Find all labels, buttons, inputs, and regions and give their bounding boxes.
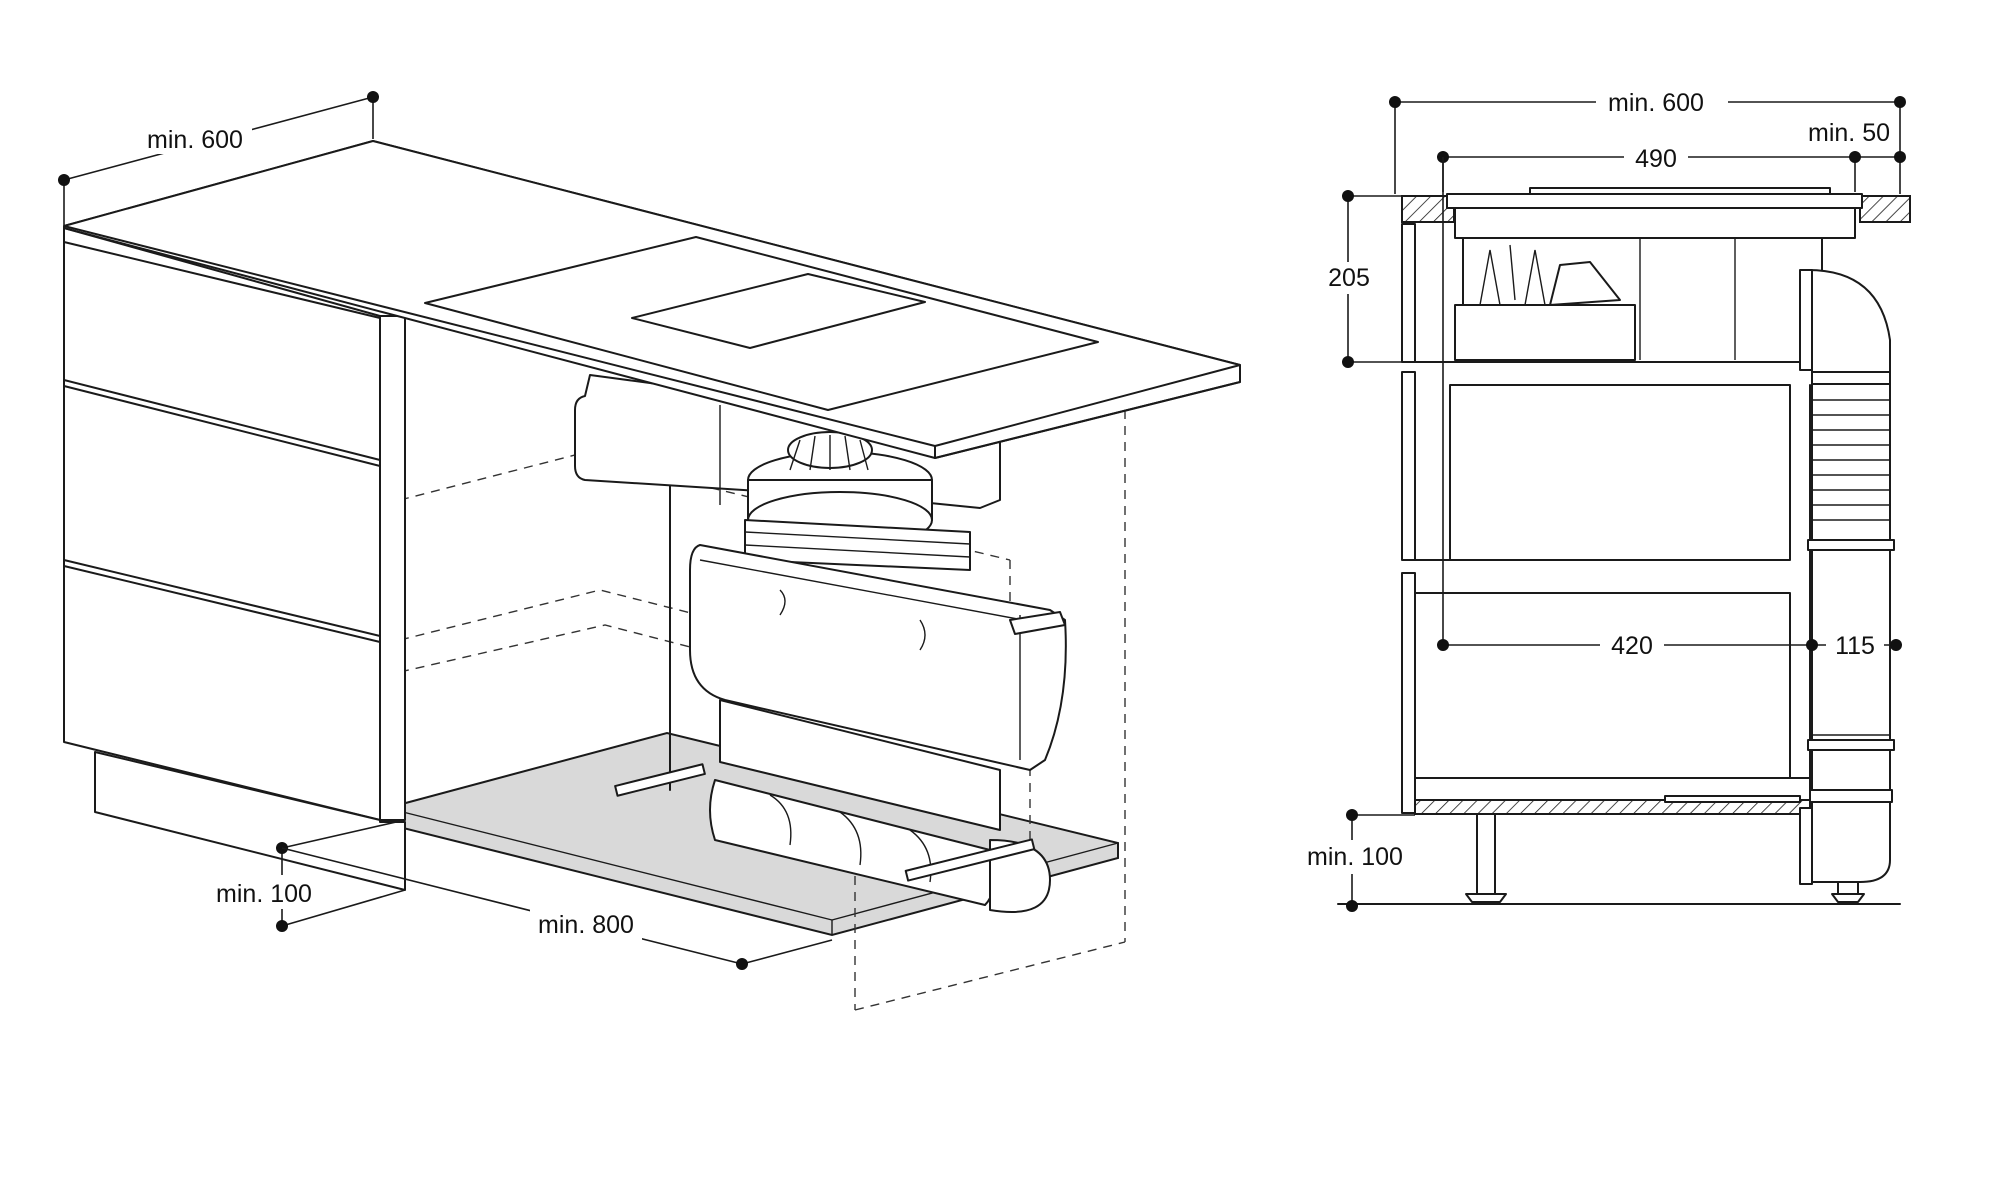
- cabinet-side-top: [1401, 223, 1416, 363]
- duct-body: [689, 544, 1067, 771]
- dim-section-unit-depth: 490: [1437, 141, 1906, 194]
- dim-section-drawer-duct: 420 115: [1437, 157, 1902, 662]
- dim-iso-plinth-label: min. 100: [216, 880, 312, 908]
- cabinet-side-mid: [1401, 371, 1416, 561]
- cabinet-front: [63, 227, 406, 891]
- dim-section-height-label: 205: [1328, 264, 1370, 292]
- dim-section-depth-label: min. 600: [1608, 89, 1704, 117]
- cabinet-feet: [1465, 813, 1865, 903]
- isometric-view: min. 600 min. 100 min. 800: [58, 91, 1241, 1011]
- dim-section-height: 205: [1322, 190, 1463, 368]
- cabinet-side-low: [1401, 572, 1416, 814]
- duct-lower-channel: [614, 699, 1051, 913]
- dim-iso-depth-label: min. 600: [147, 126, 243, 154]
- dim-section-plinth: min. 100: [1300, 809, 1415, 912]
- worktop-slab-right: [1859, 195, 1911, 223]
- dim-section-gap: min. 50: [1808, 119, 1890, 147]
- flex-connector: [744, 519, 971, 571]
- dim-section-gap-label: min. 50: [1808, 119, 1890, 147]
- cooktop: [424, 236, 1099, 411]
- dim-section-drawer-label: 420: [1611, 632, 1653, 660]
- dim-iso-depth: min. 600: [58, 91, 379, 225]
- dim-section-unit-depth-label: 490: [1635, 145, 1677, 173]
- duct-riser: [1799, 269, 1895, 885]
- dim-section-plinth-label: min. 100: [1307, 843, 1403, 871]
- hob-unit: [1446, 187, 1863, 361]
- dim-section-depth: min. 600: [1389, 86, 1906, 194]
- dim-iso-plinth-width: min. 100 min. 800: [208, 819, 833, 970]
- worktop-slab-left: [1401, 195, 1455, 223]
- dim-iso-width-label: min. 800: [538, 911, 634, 939]
- blower-motor: [747, 431, 933, 549]
- drawers: [1414, 361, 1823, 801]
- dim-section-duct-label: 115: [1835, 632, 1875, 660]
- section-view: min. 600 min. 50 490 205: [1300, 86, 1911, 912]
